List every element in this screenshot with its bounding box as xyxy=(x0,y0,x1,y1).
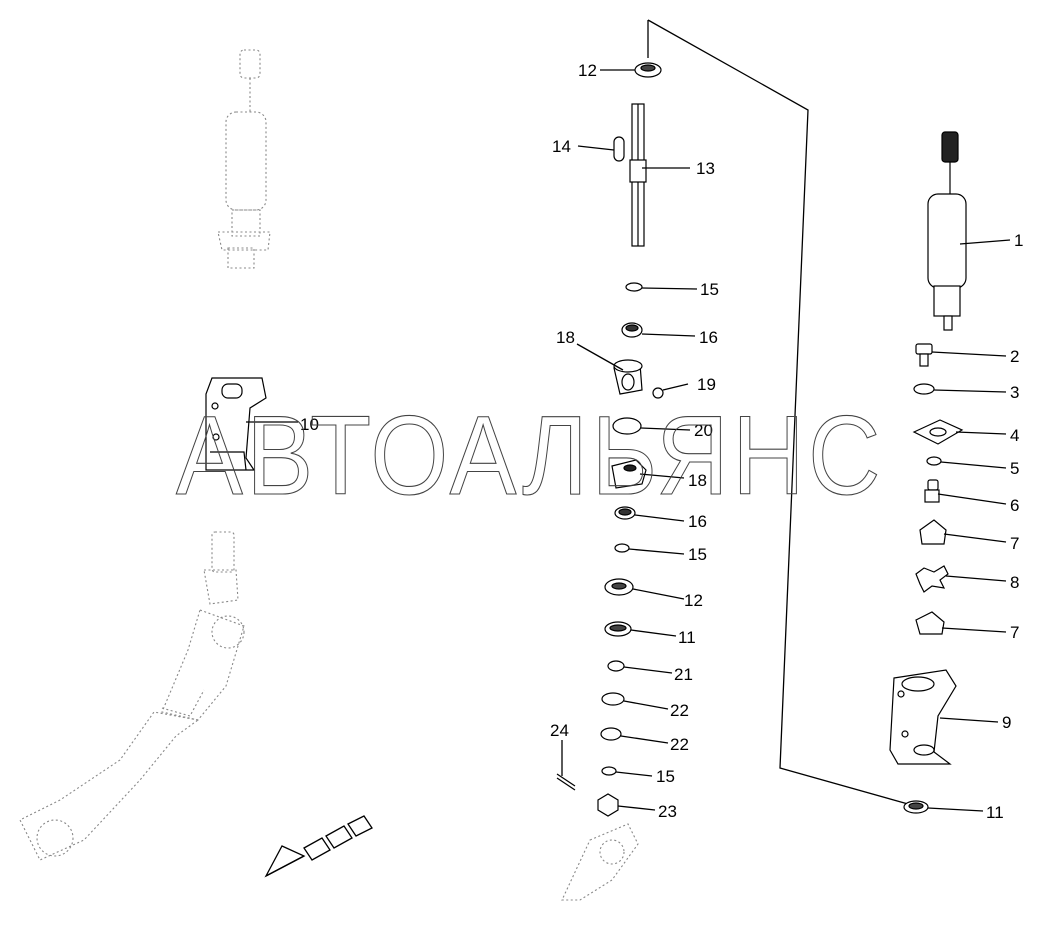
cam-18-b xyxy=(611,459,647,489)
seal-11-b xyxy=(903,800,929,814)
callout-15-b: 15 xyxy=(688,545,707,564)
callout-7-a: 7 xyxy=(1010,534,1019,553)
coupling-7-a xyxy=(919,519,947,545)
callout-11-a: 11 xyxy=(678,628,696,647)
explosion-outline xyxy=(647,19,909,805)
callout-2: 2 xyxy=(1010,347,1019,366)
bushing-16-b xyxy=(614,506,636,520)
callout-13: 13 xyxy=(696,159,715,178)
washer-22-b xyxy=(600,727,622,741)
washer-15-a xyxy=(625,282,643,292)
watermark: АВТОАЛЬЯНС xyxy=(176,393,884,518)
callout-10: 10 xyxy=(300,415,319,434)
callout-8: 8 xyxy=(1010,573,1019,592)
coupling-7-b xyxy=(915,611,945,635)
callout-3: 3 xyxy=(1010,383,1019,402)
ghost-pedal-arm-bottom xyxy=(561,823,639,901)
callout-15-c: 15 xyxy=(656,767,675,786)
lever-18-a xyxy=(613,359,643,395)
seal-11-a xyxy=(604,621,632,637)
leader-lines xyxy=(246,69,1011,812)
callout-6: 6 xyxy=(1010,496,1019,515)
washer-22-a xyxy=(601,692,625,706)
nut-19 xyxy=(652,387,664,399)
bolt-2 xyxy=(915,343,933,367)
pin-6 xyxy=(924,479,940,503)
plate-4 xyxy=(912,419,964,445)
callout-labels: 12 14 13 15 16 18 19 10 20 18 16 15 12 1… xyxy=(300,61,1023,822)
callout-19: 19 xyxy=(697,375,716,394)
callout-7-b: 7 xyxy=(1010,623,1019,642)
bushing-16-a xyxy=(621,322,643,338)
callout-22-a: 22 xyxy=(670,701,689,720)
washer-21 xyxy=(607,660,625,672)
callout-21: 21 xyxy=(674,665,693,684)
actuator-1 xyxy=(927,131,967,331)
bearing-12-b xyxy=(604,578,634,596)
ghost-bracket-left xyxy=(205,377,267,471)
washer-15-b xyxy=(614,543,630,553)
callout-9: 9 xyxy=(1002,713,1011,732)
bearing-12-top xyxy=(634,62,662,78)
ghost-pedal-arm xyxy=(19,531,245,861)
key-14 xyxy=(613,136,625,162)
direction-arrow xyxy=(264,815,373,878)
washer-15-c xyxy=(601,766,617,776)
callout-23: 23 xyxy=(658,802,677,821)
spider-8 xyxy=(915,565,949,593)
cotter-pin-24 xyxy=(556,773,576,791)
callout-11-b: 11 xyxy=(986,803,1004,822)
callout-18-a: 18 xyxy=(556,328,575,347)
washer-3 xyxy=(913,383,935,395)
callout-18-b: 18 xyxy=(688,471,707,490)
callout-12-top: 12 xyxy=(578,61,597,80)
callout-15-a: 15 xyxy=(700,280,719,299)
callout-5: 5 xyxy=(1010,459,1019,478)
shaft-13 xyxy=(629,103,647,247)
callout-24: 24 xyxy=(550,721,569,740)
callout-16-a: 16 xyxy=(699,328,718,347)
callout-20: 20 xyxy=(694,421,713,440)
callout-1: 1 xyxy=(1014,231,1023,250)
callout-22-b: 22 xyxy=(670,735,689,754)
callout-4: 4 xyxy=(1010,426,1019,445)
bracket-9 xyxy=(889,669,957,765)
ghost-actuator-top-left xyxy=(217,49,271,269)
callout-16-b: 16 xyxy=(688,512,707,531)
nut-23 xyxy=(597,793,619,817)
callout-14: 14 xyxy=(552,137,571,156)
callout-12-b: 12 xyxy=(684,591,703,610)
washer-5 xyxy=(926,456,942,466)
ring-20 xyxy=(612,417,642,435)
